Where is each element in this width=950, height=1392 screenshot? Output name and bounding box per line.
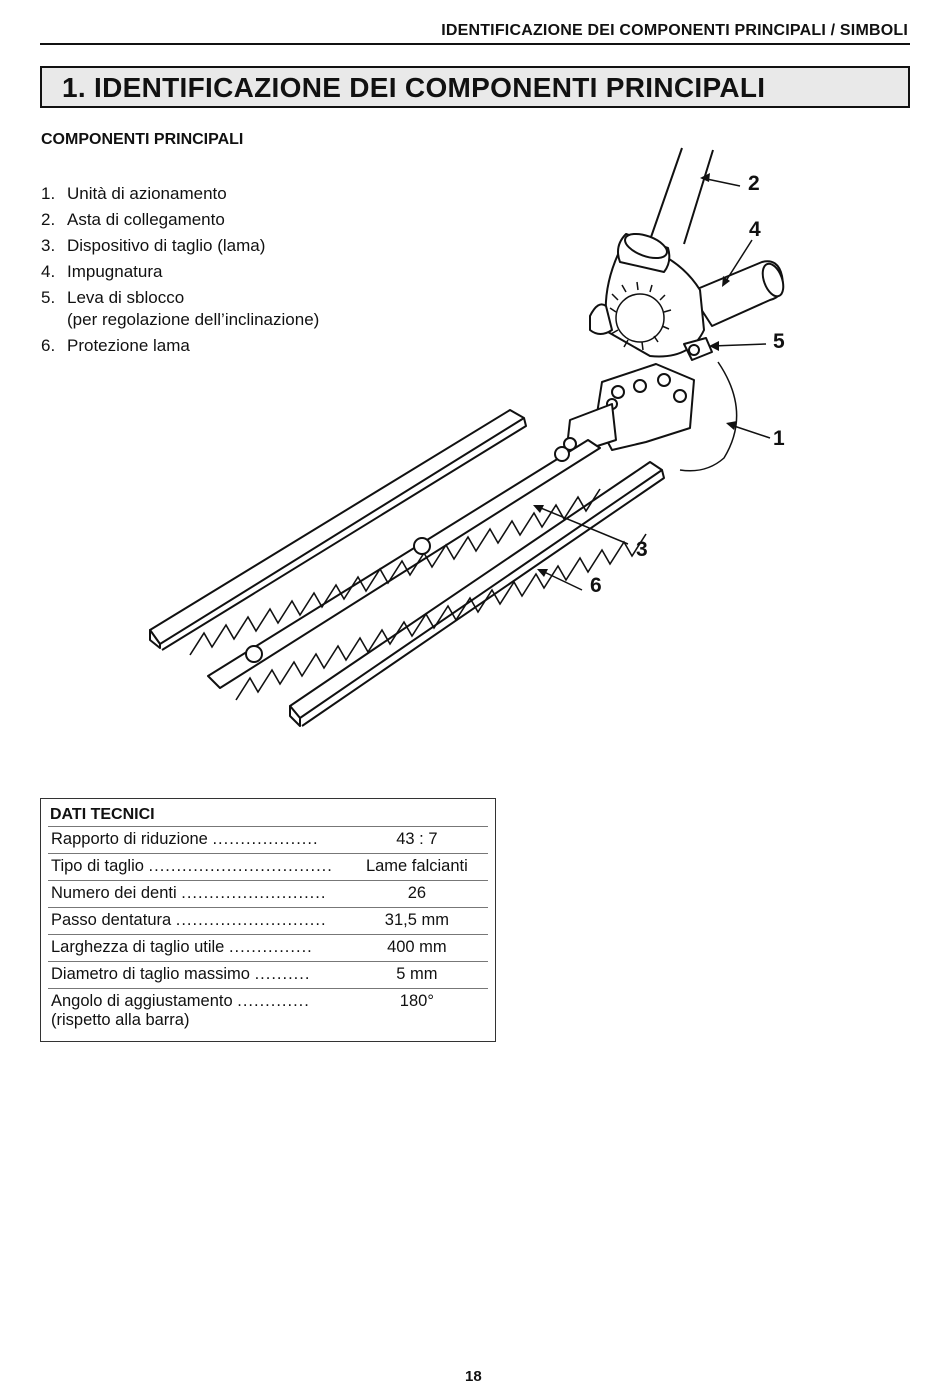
item-sublabel: (per regolazione dell’inclinazione)	[67, 310, 320, 329]
components-heading: COMPONENTI PRINCIPALI	[41, 131, 244, 148]
item-label: Dispositivo di taglio (lama)	[67, 236, 266, 255]
item-label: Protezione lama	[67, 336, 190, 355]
item-number: 5.	[41, 288, 56, 307]
table-row: Angolo di aggiustamento ............. (ri…	[48, 988, 488, 1033]
spec-leader-dots: ...............	[228, 938, 313, 956]
technical-data-box: DATI TECNICI Rapporto di riduzione .....…	[40, 798, 496, 1042]
item-number: 4.	[41, 262, 56, 281]
spec-value: Lame falcianti	[344, 853, 488, 881]
running-header: IDENTIFICAZIONE DEI COMPONENTI PRINCIPAL…	[441, 22, 908, 39]
list-item: 4. Impugnatura	[41, 261, 319, 283]
spec-label-cell: Larghezza di taglio utile ..............…	[48, 934, 345, 962]
spec-label: Angolo di aggiustamento	[51, 992, 233, 1010]
section-title-box: 1. IDENTIFICAZIONE DEI COMPONENTI PRINCI…	[40, 66, 910, 108]
item-label: Asta di collegamento	[67, 210, 225, 229]
callout-4: 4	[749, 218, 761, 241]
spec-label: Tipo di taglio	[51, 857, 144, 875]
spec-leader-dots: ..........	[254, 965, 311, 983]
spec-label-cell: Numero dei denti .......................…	[48, 880, 345, 908]
callout-3: 3	[636, 538, 648, 561]
item-number: 2.	[41, 210, 56, 229]
components-list: 1. Unità di azionamento 2. Asta di collega…	[41, 183, 319, 361]
table-row: Larghezza di taglio utile ..............…	[48, 934, 488, 962]
spec-sublabel: (rispetto alla barra)	[51, 1011, 190, 1029]
spec-value: 180°	[344, 988, 488, 1033]
table-row: Diametro di taglio massimo .......... 5 …	[48, 961, 488, 989]
technical-data-title: DATI TECNICI	[50, 806, 155, 823]
spec-label: Passo dentatura	[51, 911, 172, 929]
spec-label-cell: Diametro di taglio massimo ..........	[48, 961, 345, 989]
page-number: 18	[465, 1368, 482, 1385]
spec-value: 26	[344, 880, 488, 908]
table-row: Passo dentatura ........................…	[48, 907, 488, 935]
spec-leader-dots: .................................	[148, 857, 333, 875]
spec-leader-dots: ..........................	[181, 884, 327, 902]
spec-label-cell: Rapporto di riduzione ..................…	[48, 826, 345, 854]
list-item: 5. Leva di sblocco (per regolazione dell’i…	[41, 287, 319, 331]
item-label: Impugnatura	[67, 262, 163, 281]
list-item: 2. Asta di collegamento	[41, 209, 319, 231]
hedge-trimmer-illustration: 2 4 5 1 3 6	[149, 147, 785, 727]
header-rule	[40, 43, 910, 45]
section-title: 1. IDENTIFICAZIONE DEI COMPONENTI PRINCI…	[62, 72, 766, 103]
item-label: Unità di azionamento	[67, 184, 227, 203]
spec-label-cell: Passo dentatura ........................…	[48, 907, 345, 935]
spec-value: 31,5 mm	[344, 907, 488, 935]
spec-label: Diametro di taglio massimo	[51, 965, 250, 983]
spec-label-cell: Tipo di taglio .........................…	[48, 853, 345, 881]
item-number: 1.	[41, 184, 56, 203]
spec-leader-dots: .............	[237, 992, 310, 1010]
table-row: Rapporto di riduzione ..................…	[48, 826, 488, 854]
callout-6: 6	[590, 574, 602, 597]
item-label: Leva di sblocco	[67, 288, 185, 307]
item-number: 3.	[41, 236, 56, 255]
spec-label: Rapporto di riduzione	[51, 830, 208, 848]
spec-leader-dots: ...........................	[175, 911, 327, 929]
table-row: Tipo di taglio .........................…	[48, 853, 488, 881]
spec-leader-dots: ...................	[212, 830, 319, 848]
spec-value: 5 mm	[344, 961, 488, 989]
technical-data-table: Rapporto di riduzione ..................…	[48, 826, 488, 1033]
list-item: 1. Unità di azionamento	[41, 183, 319, 205]
callout-1: 1	[773, 427, 785, 450]
spec-label-cell: Angolo di aggiustamento ............. (ri…	[48, 988, 345, 1033]
callout-2: 2	[748, 172, 760, 195]
spec-label: Numero dei denti	[51, 884, 177, 902]
item-number: 6.	[41, 336, 56, 355]
callout-5: 5	[773, 330, 785, 353]
list-item: 3. Dispositivo di taglio (lama)	[41, 235, 319, 257]
spec-label: Larghezza di taglio utile	[51, 938, 225, 956]
spec-value: 43 : 7	[344, 826, 488, 854]
spec-value: 400 mm	[344, 934, 488, 962]
table-row: Numero dei denti .......................…	[48, 880, 488, 908]
list-item: 6. Protezione lama	[41, 335, 319, 357]
